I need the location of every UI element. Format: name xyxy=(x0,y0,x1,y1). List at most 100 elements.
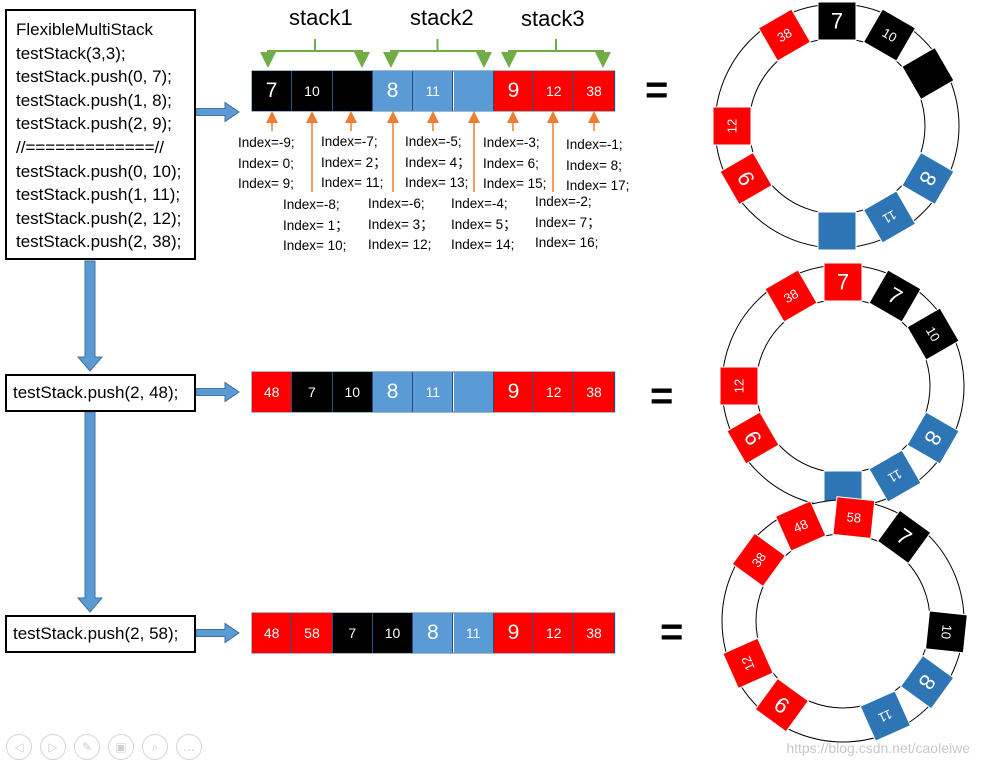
ring-slot-value: 58 xyxy=(846,509,862,525)
index-label: Index= 6; xyxy=(483,155,539,171)
array-cell: 7 xyxy=(332,613,373,653)
array-cell: 9 xyxy=(493,372,535,412)
zoom-icon[interactable]: ⌕ xyxy=(142,734,168,760)
index-label: Index= 13; xyxy=(405,175,469,190)
code-line: testStack.push(2, 9); xyxy=(16,114,172,134)
ring-slot: 10 xyxy=(924,610,968,654)
array-cell: 9 xyxy=(493,71,535,111)
ring-slot: 7 xyxy=(876,509,932,565)
index-label: Index=-3; xyxy=(483,135,540,150)
flow-arrow-down xyxy=(76,260,104,372)
flow-arrow-right xyxy=(195,101,240,123)
index-label: Index= 16; xyxy=(535,235,599,250)
array-cell xyxy=(332,71,373,111)
index-label: Index=-8; xyxy=(283,197,340,212)
array-cell: 38 xyxy=(574,372,615,412)
more-icon[interactable]: … xyxy=(176,734,202,760)
index-label: Index=-1; xyxy=(566,137,623,152)
ring-slot-value: 11 xyxy=(880,207,899,227)
array-cell: 48 xyxy=(252,372,293,412)
array-cell xyxy=(453,372,494,412)
ring-slot-value: 12 xyxy=(738,654,758,673)
equals-sign: = xyxy=(660,610,684,654)
ring-slot-value: 38 xyxy=(774,25,794,45)
flow-arrow-right xyxy=(195,622,240,644)
index-label: Index=-7; xyxy=(321,134,378,149)
ring-slot: 12 xyxy=(712,106,752,146)
index-label: Index= 12; xyxy=(368,237,432,252)
ring-slot: 38 xyxy=(731,532,787,588)
code-line: testStack.push(2, 38); xyxy=(16,232,182,252)
index-label: Index= 7； xyxy=(535,214,601,230)
array-cell: 10 xyxy=(372,613,414,653)
index-label: Index= 8; xyxy=(566,157,622,173)
ring-slot: 12 xyxy=(722,637,774,690)
ring-slot xyxy=(901,46,955,101)
ring-slot xyxy=(817,211,857,251)
array-cell: 38 xyxy=(574,71,615,111)
array-cell: 38 xyxy=(574,613,615,653)
array-cell: 8 xyxy=(372,372,414,412)
ring-slot: 8 xyxy=(899,654,955,710)
prev-icon[interactable]: ◁ xyxy=(6,734,32,760)
ring-inner xyxy=(755,298,931,474)
array-cell: 7 xyxy=(292,372,333,412)
index-label: Index= 1； xyxy=(283,217,349,233)
array-cell: 11 xyxy=(413,71,454,111)
array-cell: 8 xyxy=(413,613,454,653)
equals-sign: = xyxy=(650,374,674,418)
slides-icon[interactable]: ▣ xyxy=(108,734,134,760)
pen-icon[interactable]: ✎ xyxy=(74,734,100,760)
index-label: Index= 5； xyxy=(451,216,517,232)
ring-slot: 9 xyxy=(754,677,810,733)
index-label: Index= 11; xyxy=(321,175,384,190)
ring-slot-value: 10 xyxy=(879,25,899,45)
array-cell: 12 xyxy=(534,71,575,111)
array-cell: 12 xyxy=(534,613,575,653)
ring-slot-value: 10 xyxy=(923,324,943,344)
stack1-label: stack1 xyxy=(289,5,353,30)
array-cell: 11 xyxy=(413,372,454,412)
array-cell: 58 xyxy=(292,613,333,653)
command-push-48: testStack.push(2, 48); xyxy=(5,374,196,412)
ring-slot-value: 12 xyxy=(725,119,740,133)
code-line: testStack.push(0, 10); xyxy=(16,161,182,181)
next-icon[interactable]: ▷ xyxy=(40,734,66,760)
code-line: //=============// xyxy=(16,137,164,157)
ring-slot: 8 xyxy=(906,411,960,465)
array-cell: 48 xyxy=(252,613,293,653)
index-label: Index= 17; xyxy=(566,178,630,193)
ring-slot: 48 xyxy=(774,500,827,552)
ring-slot: 11 xyxy=(868,449,922,503)
index-label: Index=-9; xyxy=(238,135,295,150)
code-line: testStack(3,3); xyxy=(16,43,126,63)
array-cell xyxy=(453,71,494,111)
ring-slot: 10 xyxy=(906,307,960,361)
ring-inner xyxy=(748,37,926,215)
ring-slot-value: 11 xyxy=(876,706,894,725)
array-cell: 10 xyxy=(292,71,333,111)
ring-slot-value: 10 xyxy=(938,624,954,640)
index-label: Index= 9; xyxy=(238,176,294,191)
ring-slot: 38 xyxy=(764,269,818,323)
ring-slot: 10 xyxy=(862,8,917,62)
code-line: testStack.push(2, 12); xyxy=(16,208,182,228)
array-cell: 8 xyxy=(372,71,414,111)
ring-slot: 11 xyxy=(862,190,917,244)
ring-slot-value: 7 xyxy=(831,9,843,34)
index-label: Index=-6; xyxy=(368,196,425,211)
index-label: Index= 14; xyxy=(451,237,515,252)
array-cell: 10 xyxy=(332,372,373,412)
ring-slot: 7 xyxy=(823,262,863,302)
ring-slot-value: 7 xyxy=(837,270,849,295)
code-line: testStack.push(1, 8); xyxy=(16,90,172,110)
ring-slot: 7 xyxy=(817,1,857,41)
index-label: Index= 4； xyxy=(405,154,471,170)
ring-slot: 38 xyxy=(757,8,812,62)
ring-slot-value: 38 xyxy=(781,286,801,306)
array-cell: 11 xyxy=(453,613,494,653)
command-push-58: testStack.push(2, 58); xyxy=(5,615,196,653)
code-line: testStack.push(1, 11); xyxy=(16,185,181,205)
ring-slot-value: 48 xyxy=(791,516,810,536)
